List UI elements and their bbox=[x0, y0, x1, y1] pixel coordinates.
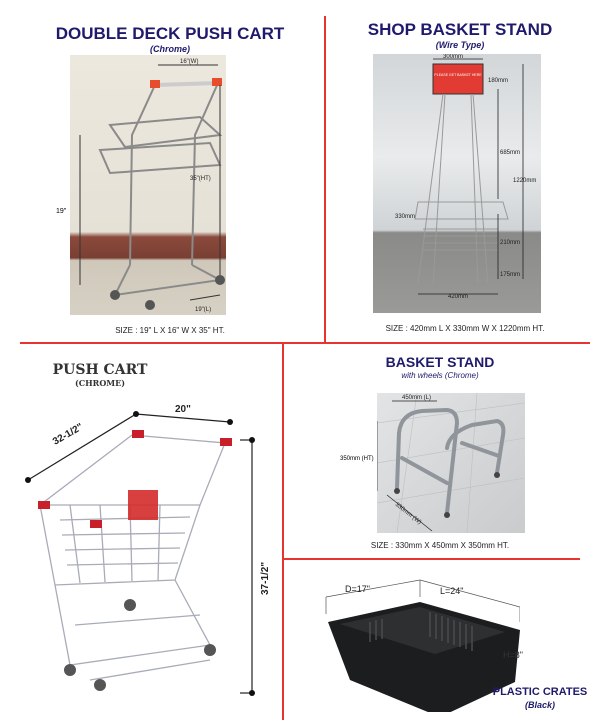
dim-32-1-2: 32-1/2" bbox=[51, 421, 85, 447]
push-cart-subtitle: (CHROME) bbox=[74, 378, 126, 388]
dim-450mm: 450mm (L) bbox=[402, 395, 431, 401]
plastic-crates-title: PLASTIC CRATES bbox=[492, 686, 588, 698]
dim-h8: H=8" bbox=[503, 650, 523, 660]
dim-330mm-w: 330mm (W) bbox=[394, 502, 422, 526]
double-deck-size: SIZE : 19" L X 16" W X 35" HT. bbox=[115, 326, 225, 335]
basket-stand-size: SIZE : 330mm X 450mm X 350mm HT. bbox=[370, 541, 510, 550]
dim-l24: L=24" bbox=[440, 586, 463, 596]
basket-stand-photo: 450mm (L) 330mm (W) bbox=[377, 393, 525, 533]
dim-180mm: 180mm bbox=[488, 78, 508, 84]
divider-vertical-bottom bbox=[282, 344, 284, 720]
dim-35ht: 35"(HT) bbox=[190, 176, 211, 182]
dim-16w: 16"(W) bbox=[180, 59, 198, 65]
shop-basket-stand-photo: PLEASE GET BASKET HERE 300mm 180mm 685mm… bbox=[373, 54, 541, 313]
divider-horizontal-middle bbox=[20, 342, 590, 344]
sign-text: PLEASE GET BASKET HERE bbox=[434, 73, 482, 77]
dim-20: 20" bbox=[175, 404, 191, 415]
dim-37-1-2: 37-1/2" bbox=[260, 562, 271, 595]
dim-210mm: 210mm bbox=[500, 240, 520, 246]
dim-1220mm: 1220mm bbox=[513, 178, 536, 184]
dim-420mm: 420mm bbox=[448, 294, 468, 300]
shop-basket-stand-size: SIZE : 420mm L X 330mm W X 1220mm HT. bbox=[385, 324, 545, 333]
dim-19l: 19"(L) bbox=[195, 307, 211, 313]
divider-vertical-top bbox=[324, 16, 326, 342]
basket-stand-subtitle: with wheels (Chrome) bbox=[401, 371, 479, 380]
dim-350mm: 350mm (HT) bbox=[340, 456, 374, 462]
push-cart-title: PUSH CART bbox=[52, 362, 148, 378]
plastic-crate-illustration: D=17" L=24" bbox=[325, 579, 520, 712]
dim-175mm: 175mm bbox=[500, 272, 520, 278]
dim-685mm: 685mm bbox=[500, 150, 520, 156]
plastic-crates-subtitle: (Black) bbox=[524, 700, 555, 710]
basket-stand-title: BASKET STAND bbox=[385, 354, 495, 370]
shop-basket-stand-title: SHOP BASKET STAND bbox=[367, 20, 553, 39]
push-cart-illustration: 20" 32-1/2" 37-1/2" bbox=[25, 404, 271, 696]
dim-300mm: 300mm bbox=[443, 54, 463, 60]
divider-horizontal-bottom-right bbox=[284, 558, 580, 560]
double-deck-subtitle: (Chrome) bbox=[150, 44, 190, 54]
dim-330mm: 330mm bbox=[395, 214, 415, 220]
double-deck-photo: 16"(W) 35"(HT) 19" 19"(L) bbox=[70, 55, 226, 315]
dim-19-label: 19" bbox=[56, 208, 67, 215]
dim-d17: D=17" bbox=[345, 584, 370, 594]
double-deck-title: DOUBLE DECK PUSH CART bbox=[55, 24, 285, 43]
shop-basket-stand-subtitle: (Wire Type) bbox=[435, 40, 485, 50]
